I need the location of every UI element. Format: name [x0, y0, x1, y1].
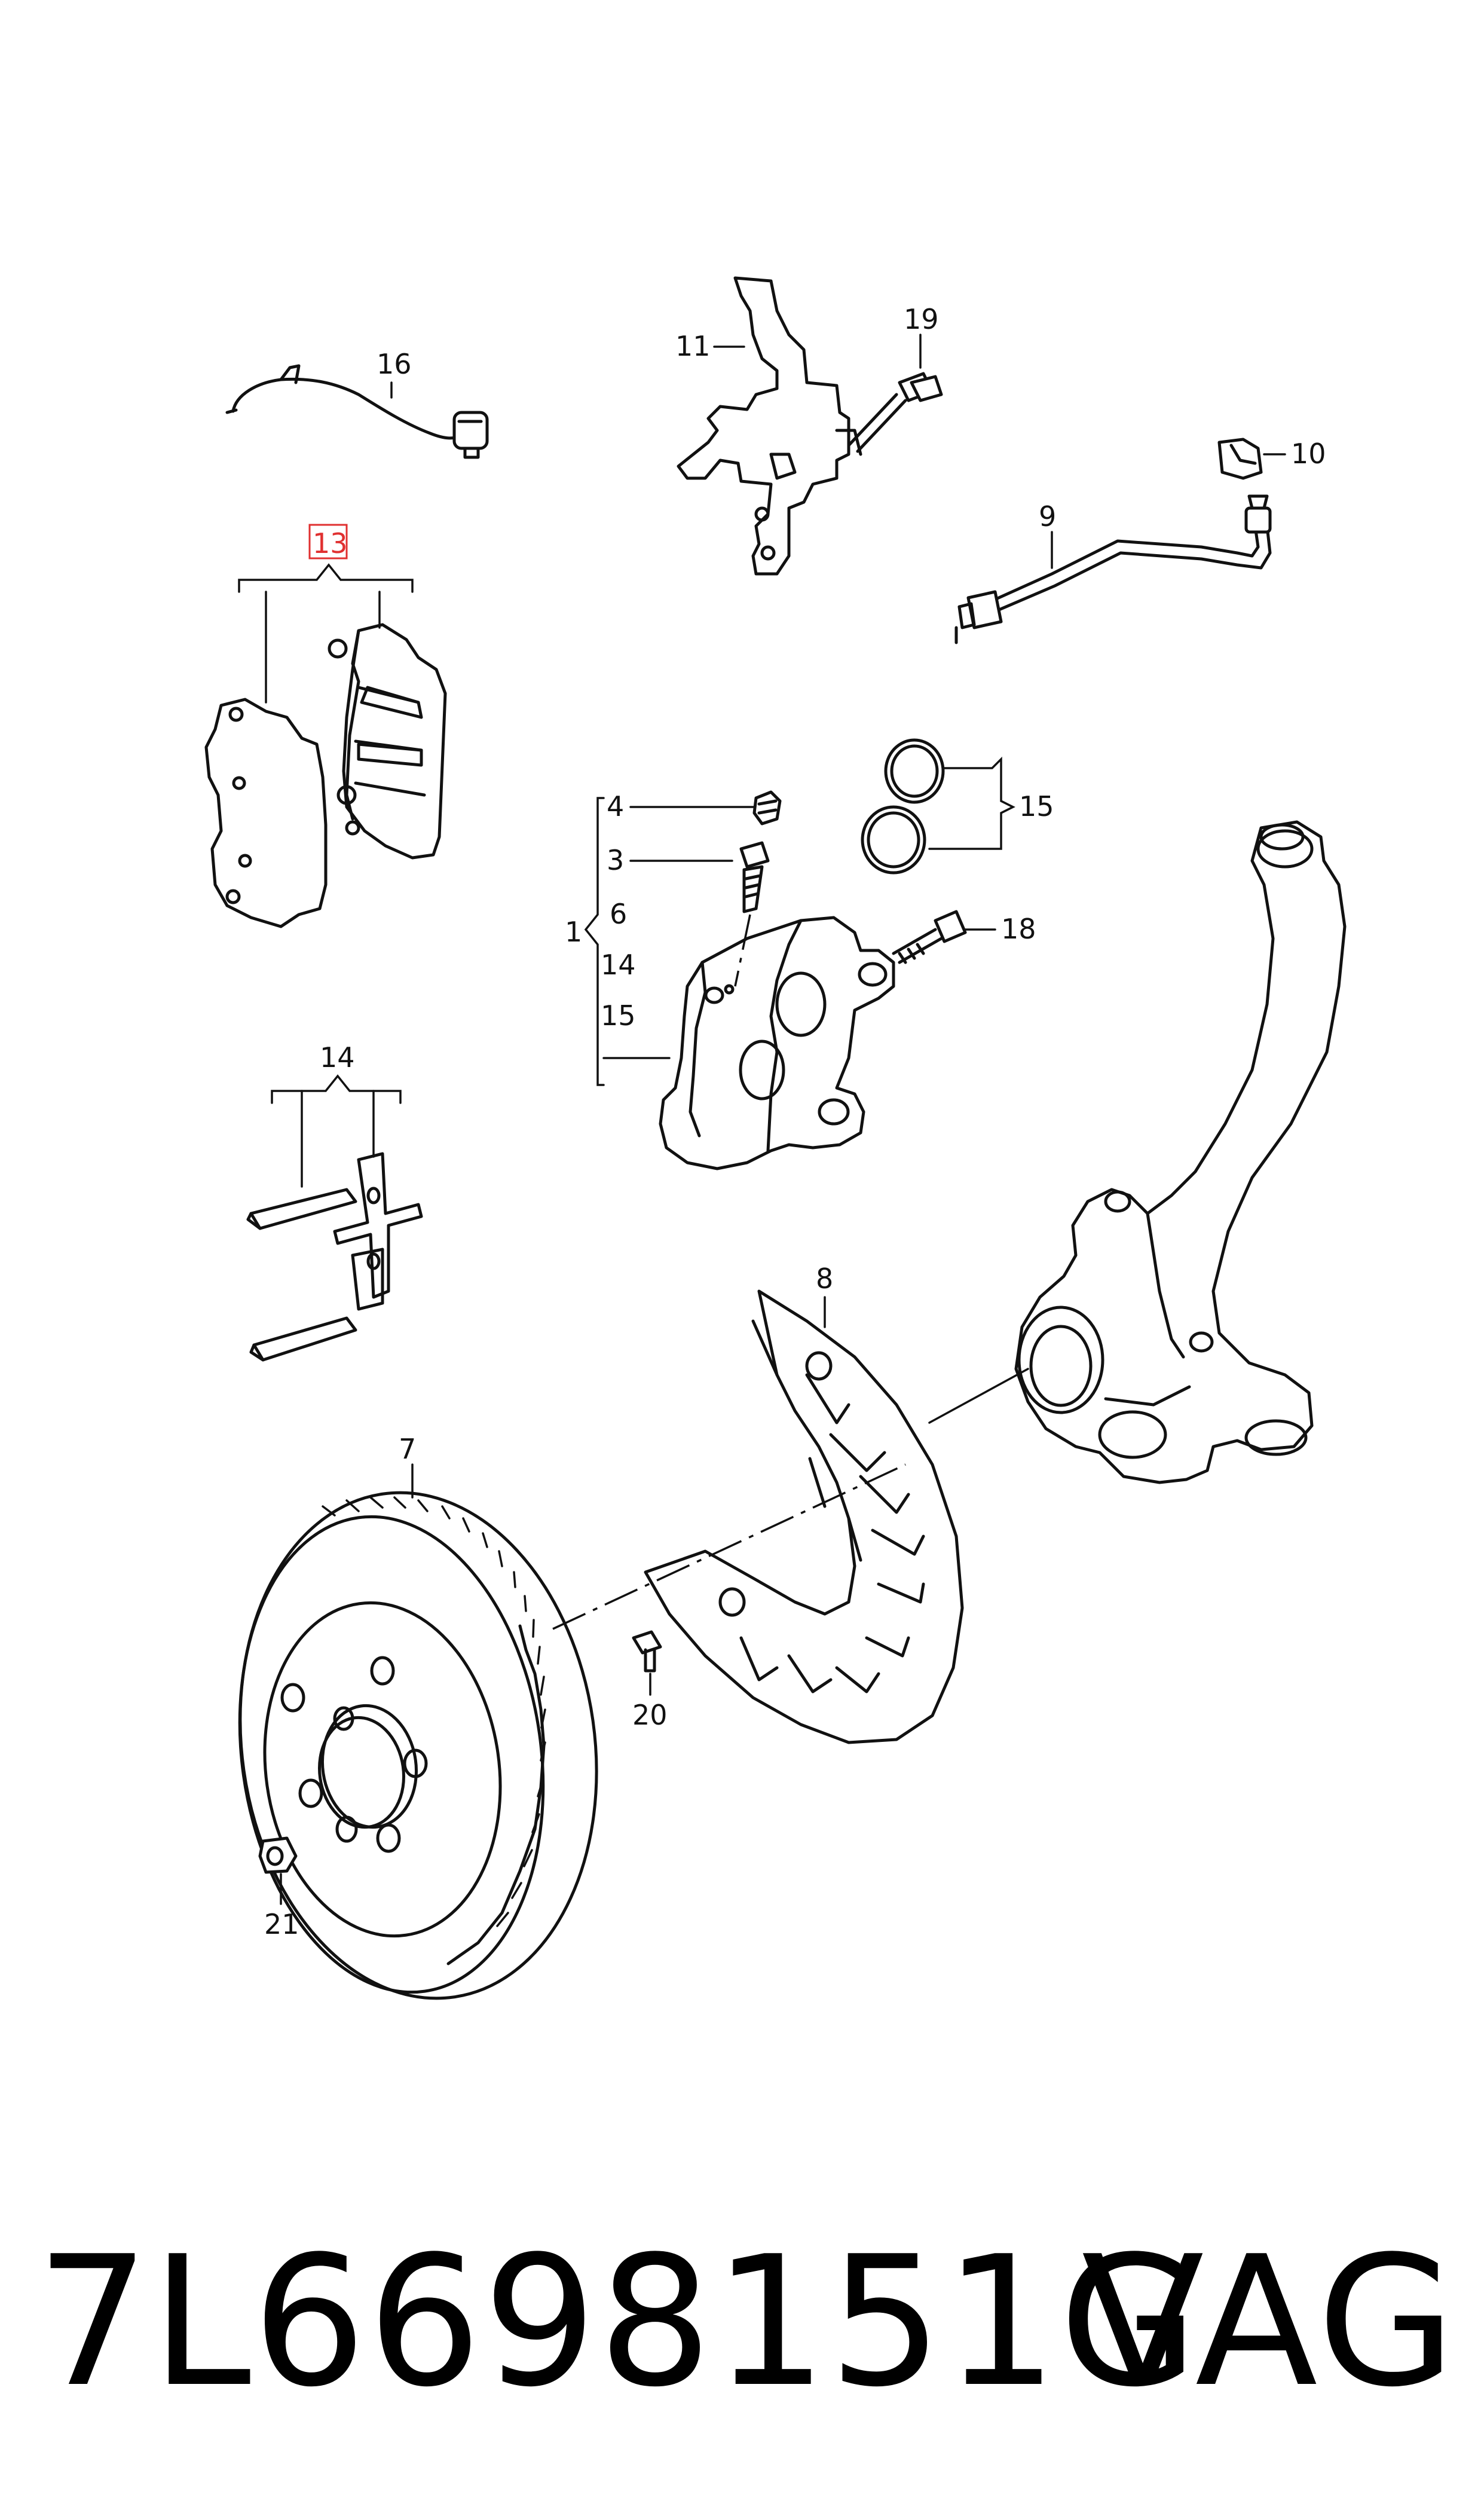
bracket-14	[271, 1074, 402, 1104]
callout-19: 19	[904, 303, 939, 335]
clip-10[interactable]	[1217, 438, 1263, 480]
bracket-15	[928, 756, 1015, 850]
hub-axis-line	[928, 1368, 1029, 1424]
footer: 7L6698151G VAG	[36, 2224, 1458, 2421]
brake-rotor-7[interactable]	[209, 1469, 629, 2022]
callout-3: 3	[607, 844, 624, 876]
callout-15b: 15	[601, 999, 636, 1032]
callout-13: 13	[313, 527, 348, 560]
bleeder-cap-4[interactable]	[752, 790, 782, 826]
callout-15: 15	[1019, 790, 1054, 823]
callout-10: 10	[1291, 438, 1326, 470]
part-number: 7L6698151G	[36, 2218, 1200, 2426]
bolt-20[interactable]	[632, 1630, 662, 1673]
brake-pad-friction[interactable]	[328, 623, 447, 860]
bracket-13	[238, 563, 414, 593]
seal-15-lower[interactable]	[861, 805, 926, 875]
spreader-spring[interactable]	[333, 1152, 423, 1311]
callout-16: 16	[377, 348, 412, 380]
callout-14a: 14	[601, 949, 636, 981]
guide-pin-upper[interactable]	[246, 1188, 357, 1230]
dust-shield-8[interactable]	[644, 1289, 964, 1744]
callout-20: 20	[632, 1699, 668, 1731]
seal-15-upper[interactable]	[884, 738, 945, 804]
rotor-axis-line	[552, 1463, 906, 1630]
bracket-1	[584, 797, 605, 1086]
callout-7: 7	[399, 1433, 416, 1465]
guide-pin-lower[interactable]	[249, 1316, 357, 1362]
brand-label: VAG	[1081, 2218, 1458, 2426]
callout-11: 11	[675, 330, 711, 362]
bleeder-screw-3[interactable]	[739, 841, 770, 913]
brake-pad-backplate[interactable]	[204, 698, 328, 928]
brake-caliper-1[interactable]	[659, 916, 895, 1170]
callout-8: 8	[816, 1262, 833, 1295]
brake-line-9[interactable]	[954, 494, 1272, 644]
callout-9: 9	[1039, 500, 1056, 533]
caliper-bolt-18[interactable]	[892, 910, 967, 964]
callout-13-highlight	[308, 524, 348, 560]
callout-1: 1	[565, 916, 582, 948]
callout-4: 4	[607, 790, 624, 823]
bolt-19[interactable]	[847, 372, 943, 453]
wear-sensor-16[interactable]	[225, 364, 489, 459]
plug-21[interactable]	[258, 1836, 298, 1874]
bracket-11[interactable]	[677, 276, 862, 576]
callout-18: 18	[1001, 913, 1036, 945]
callout-14: 14	[320, 1041, 355, 1074]
callout-21: 21	[264, 1908, 299, 1940]
callout-6: 6	[610, 898, 627, 930]
steering-knuckle	[1014, 820, 1347, 1484]
